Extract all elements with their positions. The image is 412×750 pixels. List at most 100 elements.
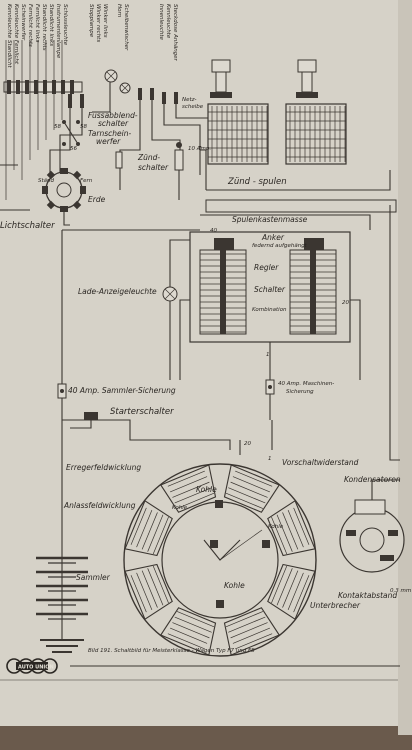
label-netzscheibe-2: scheibe	[182, 104, 204, 110]
field-pole	[267, 499, 316, 557]
consumer-label: Standlicht rechts	[41, 4, 47, 51]
consumer-label: Stopplampe	[88, 4, 94, 38]
label-schalter: Schalter	[254, 285, 286, 294]
consumer-label: Scheibenwischer	[123, 4, 129, 51]
figure-caption-block: Bild 191. Schaltbild für Meisterklasse -…	[0, 648, 400, 681]
label-10amp: 10 Amp.	[188, 146, 211, 152]
label-anlassfeld: Anlassfeldwicklung	[63, 501, 136, 510]
figure-caption: Bild 191. Schaltbild für Meisterklasse -…	[88, 648, 255, 654]
charge-warning-lamp	[162, 239, 190, 380]
dimmer-switch-symbol	[62, 120, 80, 146]
diagram-labels: Lichtschalter Fussabblend- schalter Tarn…	[0, 97, 411, 610]
consumer-label: Kennleuchte Fernlicht	[13, 4, 19, 65]
label-ladeanzeige: Lade-Anzeigeleuchte	[78, 287, 157, 296]
label-7: 7	[198, 146, 202, 152]
wires-top-left	[0, 40, 220, 211]
label-tarnscheinwerfer-2: werfer	[96, 137, 121, 146]
label-lichtschalter: Lichtschalter	[0, 221, 55, 231]
fuse	[70, 80, 74, 94]
auto-union-logo: AUTO UNION	[6, 658, 58, 674]
label-erregerfeld: Erregerfeldwicklung	[66, 463, 141, 472]
label-spulenkastenmasse: Spulenkastenmasse	[232, 215, 308, 224]
label-erde: Erde	[88, 195, 106, 204]
connector-row	[68, 88, 178, 108]
field-pole	[223, 607, 281, 656]
consumer-label: Schlussleuchte	[62, 4, 68, 46]
label-20: 20	[342, 300, 349, 306]
label-maschinen-sicherung-2: Sicherung	[286, 389, 314, 395]
fuse	[7, 80, 11, 94]
regulator-core	[310, 244, 316, 334]
coil-box-frame	[200, 199, 397, 230]
consumer-label: Fernlicht links	[34, 4, 40, 42]
label-sammler: Sammler	[76, 573, 111, 582]
label-vorschaltwiderstand: Vorschaltwiderstand	[282, 458, 359, 467]
label-mm: 0,3 mm	[390, 588, 411, 594]
fuse	[34, 80, 38, 94]
consumer-label: Kennleuchte	[165, 4, 171, 39]
label-unterbrecher: Unterbrecher	[310, 601, 361, 610]
label-netzscheibe-1: Netz-	[182, 97, 197, 103]
fuse-strip	[3, 80, 83, 94]
consumer-label: Winker rechts	[95, 4, 101, 42]
consumer-label: Horn	[116, 4, 122, 18]
label-58: 58	[54, 124, 61, 130]
blackout-lamp-symbol	[115, 151, 123, 169]
label-kohle-4: Kohle	[224, 581, 245, 590]
label-zuendschalter-1: Zünd-	[137, 153, 160, 162]
consumer-label: Standlicht links	[48, 4, 54, 46]
distributor-breaker	[339, 479, 405, 573]
consumer-label: Scheinwerfer	[20, 4, 26, 41]
fuse	[61, 80, 65, 94]
label-tarnscheinwerfer-1: Tarnschein-	[88, 129, 131, 138]
label-fussabblendschalter-2: schalter	[98, 119, 129, 128]
label-kontaktabstand: Kontaktabstand	[338, 591, 397, 600]
consumer-label: Instrumentenlampe	[55, 4, 61, 59]
label-starterschalter: Starterschalter	[110, 407, 174, 417]
regulator-core	[220, 244, 226, 334]
field-pole	[223, 464, 281, 513]
field-pole	[159, 607, 217, 656]
ignition-coils	[200, 59, 400, 461]
book-edge	[0, 726, 412, 750]
regulator-cutout	[179, 231, 361, 395]
consumer-label: Kennleuchte Standlicht	[6, 4, 12, 69]
carbon-brush	[216, 600, 224, 608]
label-kohle-3: Kohle	[268, 524, 284, 530]
consumer-label: Fernlicht rechts	[27, 4, 33, 47]
label-fussabblendschalter-1: Fussabblend-	[88, 111, 138, 120]
label-1: 1	[266, 352, 270, 358]
label-zuendschalter-2: schalter	[138, 163, 169, 172]
page-shadow	[398, 0, 412, 735]
starter-switch-symbol	[70, 412, 98, 429]
label-40: 40	[210, 228, 217, 234]
label-58b: 58	[80, 124, 87, 130]
ignition-switch-symbol	[174, 142, 184, 200]
fuse-maschine	[265, 379, 275, 395]
battery-symbol	[36, 556, 88, 653]
label-anker-2: federnd aufgehängt	[252, 243, 308, 249]
label-1b: 1	[268, 456, 272, 462]
carbon-brush	[262, 540, 270, 548]
consumer-label: Winker links	[102, 4, 108, 38]
field-pole	[159, 464, 217, 513]
label-anker-1: Anker	[261, 233, 285, 242]
logo-text: AUTO UNION	[18, 665, 54, 671]
carbon-brush	[215, 500, 223, 508]
label-regler: Regler	[254, 263, 279, 272]
label-fern: Fern	[80, 178, 93, 184]
fuse-sammler	[57, 383, 67, 399]
consumer-label: Steckdose Anhänger	[172, 4, 178, 62]
label-maschinen-sicherung-1: 40 Amp. Maschinen-	[278, 381, 334, 387]
label-kondensatoren: Kondensatoren	[344, 475, 401, 484]
label-kohle-2: Kohle	[172, 505, 188, 511]
label-20b: 20	[244, 441, 251, 447]
consumer-label: Innenleuchte	[158, 4, 164, 41]
field-pole	[267, 563, 316, 621]
fuse	[43, 80, 47, 94]
fuse	[16, 80, 20, 94]
light-switch-symbol	[42, 168, 86, 226]
field-pole	[124, 563, 173, 621]
label-kohle-1: Kohle	[196, 485, 217, 494]
